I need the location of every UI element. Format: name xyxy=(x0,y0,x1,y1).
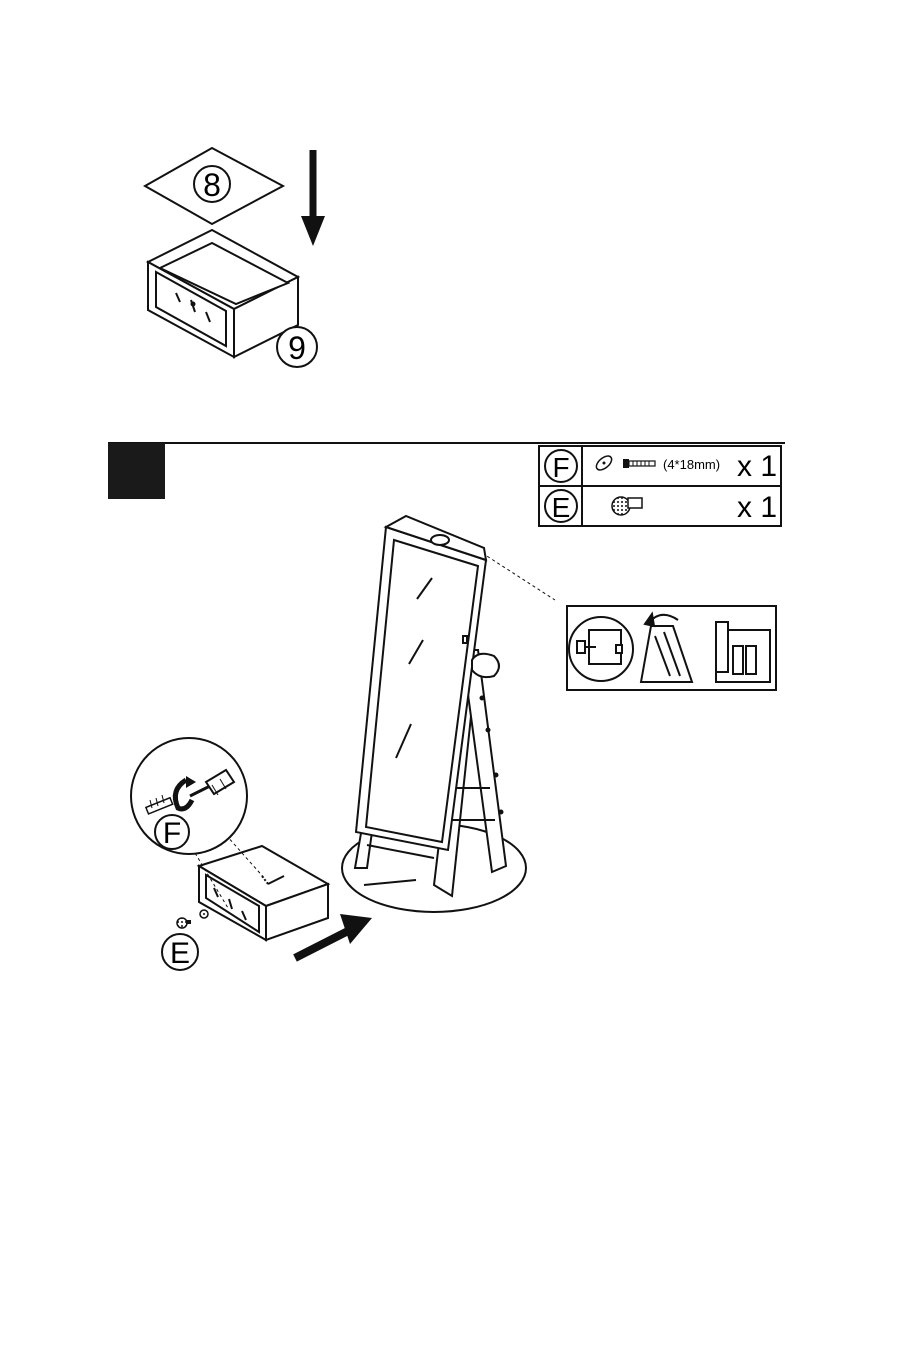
knob-callout: E xyxy=(162,910,208,970)
svg-text:(4*18mm): (4*18mm) xyxy=(663,457,720,472)
washer-icon xyxy=(200,910,208,918)
battery-detail-inset xyxy=(567,606,776,690)
svg-text:F: F xyxy=(163,817,181,850)
drawer-insert xyxy=(199,846,328,940)
mirror-cabinet xyxy=(342,516,526,912)
svg-text:E: E xyxy=(170,937,190,970)
svg-text:9: 9 xyxy=(288,330,306,366)
svg-text:F: F xyxy=(552,452,569,483)
knob-icon xyxy=(177,918,191,928)
down-arrow-icon xyxy=(301,150,325,246)
part-label-9: 9 xyxy=(277,327,317,367)
svg-text:x 1: x 1 xyxy=(737,491,777,524)
hardware-table: F (4*18mm) x 1 E xyxy=(539,446,781,526)
step-number-box xyxy=(108,443,165,499)
svg-text:E: E xyxy=(552,492,571,523)
screw-callout-circle: F xyxy=(131,738,247,854)
drawer-box xyxy=(148,230,298,357)
svg-text:x 1: x 1 xyxy=(737,450,777,483)
svg-text:8: 8 xyxy=(203,167,221,203)
part-label-8: 8 xyxy=(194,166,230,203)
